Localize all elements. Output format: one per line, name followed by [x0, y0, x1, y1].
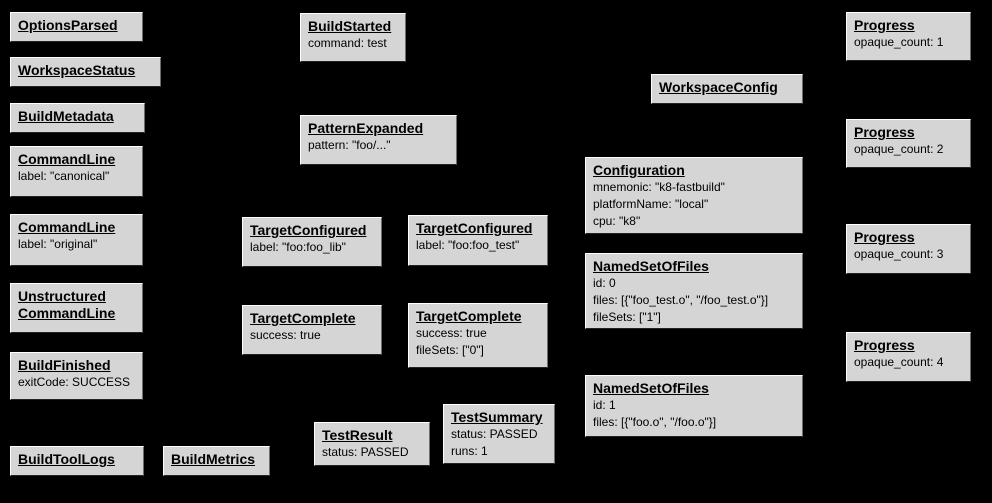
node-build-finished: BuildFinished exitCode: SUCCESS — [10, 352, 143, 400]
node-title: NamedSetOfFiles — [593, 258, 709, 274]
node-detail: id: 0 — [593, 276, 616, 290]
node-detail: success: true — [250, 328, 321, 342]
node-title: WorkspaceStatus — [18, 62, 136, 78]
node-title: BuildFinished — [18, 357, 111, 373]
node-test-result: TestResult status: PASSED — [314, 422, 430, 466]
node-pattern-expanded: PatternExpanded pattern: "foo/..." — [300, 115, 457, 165]
node-title: CommandLine — [18, 151, 116, 167]
node-detail: opaque_count: 1 — [854, 35, 944, 49]
node-detail: success: true — [416, 326, 487, 340]
node-title: Progress — [854, 229, 915, 245]
node-title-line2: CommandLine — [18, 305, 116, 321]
node-build-started: BuildStarted command: test — [300, 13, 406, 62]
node-title: PatternExpanded — [308, 120, 424, 136]
node-detail: command: test — [308, 36, 387, 50]
node-title: Progress — [854, 337, 915, 353]
node-title: Configuration — [593, 162, 685, 178]
node-detail: exitCode: SUCCESS — [18, 375, 131, 389]
node-named-set-of-files-1: NamedSetOfFiles id: 1 files: [{"foo.o", … — [585, 375, 803, 437]
node-target-complete-foo-test: TargetComplete success: true fileSets: [… — [408, 303, 548, 368]
node-progress-2: Progress opaque_count: 2 — [846, 119, 971, 168]
node-title: OptionsParsed — [18, 17, 118, 33]
node-title: TargetConfigured — [250, 222, 367, 238]
node-detail: fileSets: ["0"] — [416, 343, 484, 357]
node-detail: cpu: "k8" — [593, 214, 641, 228]
node-detail: status: PASSED — [322, 445, 409, 459]
node-detail: opaque_count: 3 — [854, 247, 944, 261]
node-unstructured-command-line: Unstructured CommandLine — [10, 283, 143, 333]
node-title: Unstructured — [18, 288, 106, 304]
node-detail: status: PASSED — [451, 427, 538, 441]
node-detail: label: "canonical" — [18, 169, 110, 183]
node-title: WorkspaceConfig — [659, 79, 778, 95]
node-detail: runs: 1 — [451, 444, 488, 458]
node-named-set-of-files-0: NamedSetOfFiles id: 0 files: [{"foo_test… — [585, 253, 803, 329]
node-progress-4: Progress opaque_count: 4 — [846, 332, 971, 382]
node-detail: mnemonic: "k8-fastbuild" — [593, 180, 725, 194]
node-detail: files: [{"foo_test.o", "/foo_test.o"}] — [593, 293, 769, 307]
node-command-line-original: CommandLine label: "original" — [10, 214, 143, 266]
node-progress-1: Progress opaque_count: 1 — [846, 12, 971, 61]
node-workspace-status: WorkspaceStatus — [10, 57, 161, 87]
node-detail: pattern: "foo/..." — [308, 138, 391, 152]
node-command-line-canonical: CommandLine label: "canonical" — [10, 146, 143, 197]
node-detail: label: "original" — [18, 237, 98, 251]
node-title: BuildMetrics — [171, 451, 256, 467]
node-build-tool-logs: BuildToolLogs — [10, 446, 144, 476]
node-title: Progress — [854, 17, 915, 33]
node-title: TestResult — [322, 427, 393, 443]
node-detail: fileSets: ["1"] — [593, 310, 661, 324]
node-configuration: Configuration mnemonic: "k8-fastbuild" p… — [585, 157, 803, 234]
node-title: BuildToolLogs — [18, 451, 115, 467]
node-detail: opaque_count: 4 — [854, 355, 944, 369]
node-build-metrics: BuildMetrics — [163, 446, 270, 476]
node-title: TestSummary — [451, 409, 543, 425]
node-title: TargetComplete — [250, 310, 356, 326]
node-options-parsed: OptionsParsed — [10, 12, 143, 42]
node-progress-3: Progress opaque_count: 3 — [846, 224, 971, 274]
node-target-configured-foo-lib: TargetConfigured label: "foo:foo_lib" — [242, 217, 382, 267]
node-build-metadata: BuildMetadata — [10, 103, 145, 133]
node-detail: label: "foo:foo_lib" — [250, 240, 346, 254]
node-title: TargetComplete — [416, 308, 522, 324]
node-test-summary: TestSummary status: PASSED runs: 1 — [443, 404, 555, 464]
node-title: BuildMetadata — [18, 108, 114, 124]
node-workspace-config: WorkspaceConfig — [651, 74, 803, 104]
node-target-configured-foo-test: TargetConfigured label: "foo:foo_test" — [408, 215, 548, 266]
node-detail: platformName: "local" — [593, 197, 709, 211]
node-detail: id: 1 — [593, 398, 616, 412]
node-title: Progress — [854, 124, 915, 140]
node-title: TargetConfigured — [416, 220, 533, 236]
node-detail: files: [{"foo.o", "/foo.o"}] — [593, 415, 717, 429]
node-detail: opaque_count: 2 — [854, 142, 944, 156]
node-title: BuildStarted — [308, 18, 392, 34]
node-title: NamedSetOfFiles — [593, 380, 709, 396]
node-title: CommandLine — [18, 219, 116, 235]
node-detail: label: "foo:foo_test" — [416, 238, 520, 252]
node-target-complete-foo-lib: TargetComplete success: true — [242, 305, 382, 355]
